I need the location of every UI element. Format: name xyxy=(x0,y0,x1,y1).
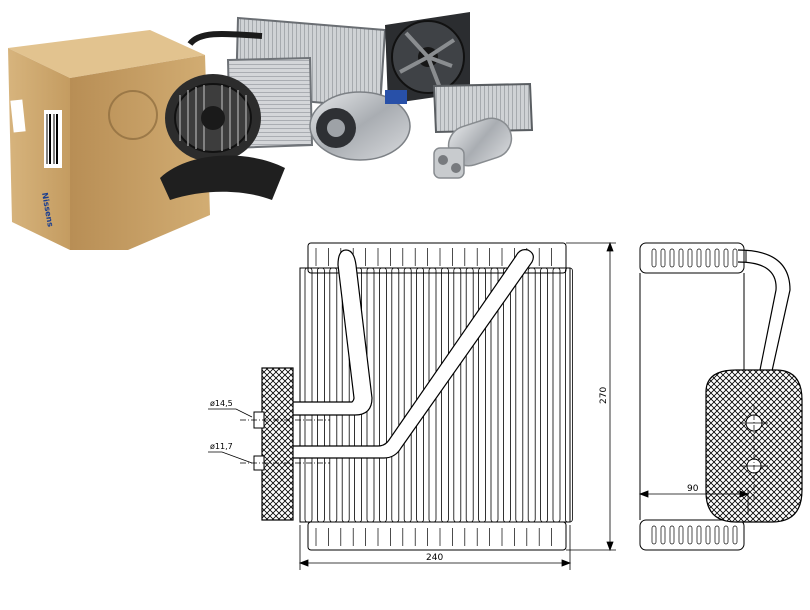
bottom-tank xyxy=(307,521,567,551)
side-rib-bottom xyxy=(714,525,720,545)
box-emblem xyxy=(108,90,158,140)
blower-motor-product xyxy=(160,74,285,200)
compressor-fitting xyxy=(385,90,407,104)
fin xyxy=(565,267,573,523)
top-tank xyxy=(307,242,567,274)
flange-block xyxy=(261,367,294,521)
side-rib-bottom xyxy=(696,525,702,545)
depth-dimension xyxy=(638,490,750,515)
fin xyxy=(453,267,462,523)
fin xyxy=(304,267,313,523)
box-side xyxy=(8,48,70,250)
fin xyxy=(465,267,474,523)
side-bottom-tank xyxy=(639,519,745,551)
product-collage-svg: Nissens xyxy=(8,12,534,250)
side-rib-bottom xyxy=(723,525,729,545)
evaporator-front-view xyxy=(208,242,573,551)
box-top xyxy=(8,30,205,78)
side-rib-bottom xyxy=(660,525,666,545)
evaporator-fins xyxy=(304,267,573,523)
depth-label: 90 xyxy=(687,484,699,494)
fan-product xyxy=(385,12,470,104)
side-rib-top xyxy=(660,248,666,268)
side-rib-top xyxy=(651,248,657,268)
barcode xyxy=(44,110,62,168)
compressor-product xyxy=(309,90,411,161)
fin xyxy=(316,267,325,523)
side-rib-bottom xyxy=(687,525,693,545)
side-rib-top xyxy=(669,248,675,268)
fin xyxy=(540,267,548,523)
fin xyxy=(403,267,412,523)
side-tank-ribs xyxy=(651,248,738,545)
leader-small xyxy=(208,451,253,464)
fin xyxy=(378,267,387,523)
evaporator-side-view xyxy=(639,242,803,551)
leader-large xyxy=(208,408,253,418)
side-rib-top xyxy=(687,248,693,268)
side-pipe-loop xyxy=(737,249,791,381)
small-radiator-product xyxy=(432,82,534,134)
product-photo-collage: Nissens xyxy=(0,0,540,255)
side-top-tank xyxy=(639,242,745,274)
side-rib-top xyxy=(714,248,720,268)
fin xyxy=(440,267,449,523)
fin xyxy=(329,267,338,523)
pipe-small-label: ø11,7 xyxy=(210,442,233,451)
outlet-pipe-large xyxy=(293,249,373,416)
blower-housing xyxy=(160,155,285,200)
width-label: 240 xyxy=(426,553,443,563)
fin xyxy=(502,267,511,523)
side-rib-top xyxy=(732,248,738,268)
side-rib-bottom xyxy=(651,525,657,545)
side-rib-bottom xyxy=(669,525,675,545)
side-rib-top xyxy=(678,248,684,268)
condenser-hose xyxy=(187,30,263,47)
inlet-pipe-small xyxy=(293,249,534,459)
fin xyxy=(515,267,524,523)
fin xyxy=(490,267,499,523)
height-label: 270 xyxy=(599,387,609,404)
fin xyxy=(391,267,400,523)
fin xyxy=(478,267,487,523)
fin xyxy=(527,267,536,523)
receiver-drier-product xyxy=(433,117,513,179)
side-rib-bottom xyxy=(678,525,684,545)
side-rib-top xyxy=(696,248,702,268)
fin xyxy=(552,267,561,523)
side-rib-bottom xyxy=(732,525,738,545)
box-label xyxy=(10,99,26,133)
width-dimension xyxy=(298,525,572,570)
height-dimension xyxy=(566,241,616,552)
pipe-large-label: ø14,5 xyxy=(210,399,233,408)
side-rib-top xyxy=(723,248,729,268)
side-rib-bottom xyxy=(705,525,711,545)
side-rib-top xyxy=(705,248,711,268)
